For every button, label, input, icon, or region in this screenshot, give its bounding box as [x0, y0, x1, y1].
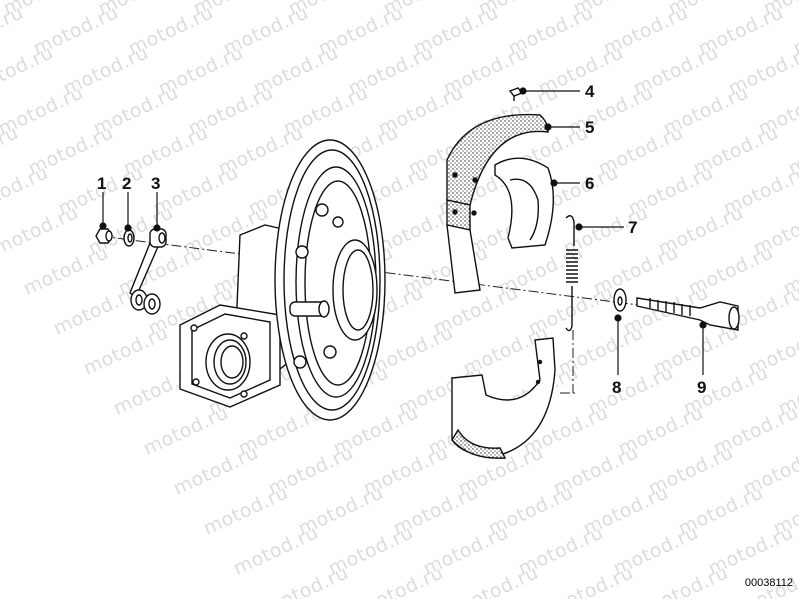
callout-1: 1: [97, 174, 107, 193]
callout-8: 8: [612, 378, 622, 397]
lower-brake-shoe: [451, 337, 556, 459]
part-5-upper-brake-shoe: [446, 113, 549, 294]
callout-3: 3: [151, 174, 161, 193]
part-8-washer: [613, 288, 627, 312]
brake-drum-housing: [179, 139, 386, 421]
callout-5: 5: [585, 118, 595, 137]
callout-7: 7: [628, 218, 638, 237]
center-axis-line: [99, 235, 741, 394]
part-9-adjusting-bolt: [636, 297, 740, 331]
callout-leaders: [99, 87, 707, 375]
callout-2: 2: [122, 174, 132, 193]
callout-9: 9: [697, 378, 707, 397]
part-7-return-spring: [565, 215, 578, 332]
callout-6: 6: [585, 174, 595, 193]
part-3-brake-lever: [129, 228, 167, 315]
callout-4: 4: [585, 82, 595, 101]
part-1-nut: [95, 228, 113, 244]
part-6-brake-shoe-web: [494, 157, 555, 249]
part-2-washer: [123, 229, 135, 247]
diagram-part-number: 00038112: [744, 577, 793, 589]
